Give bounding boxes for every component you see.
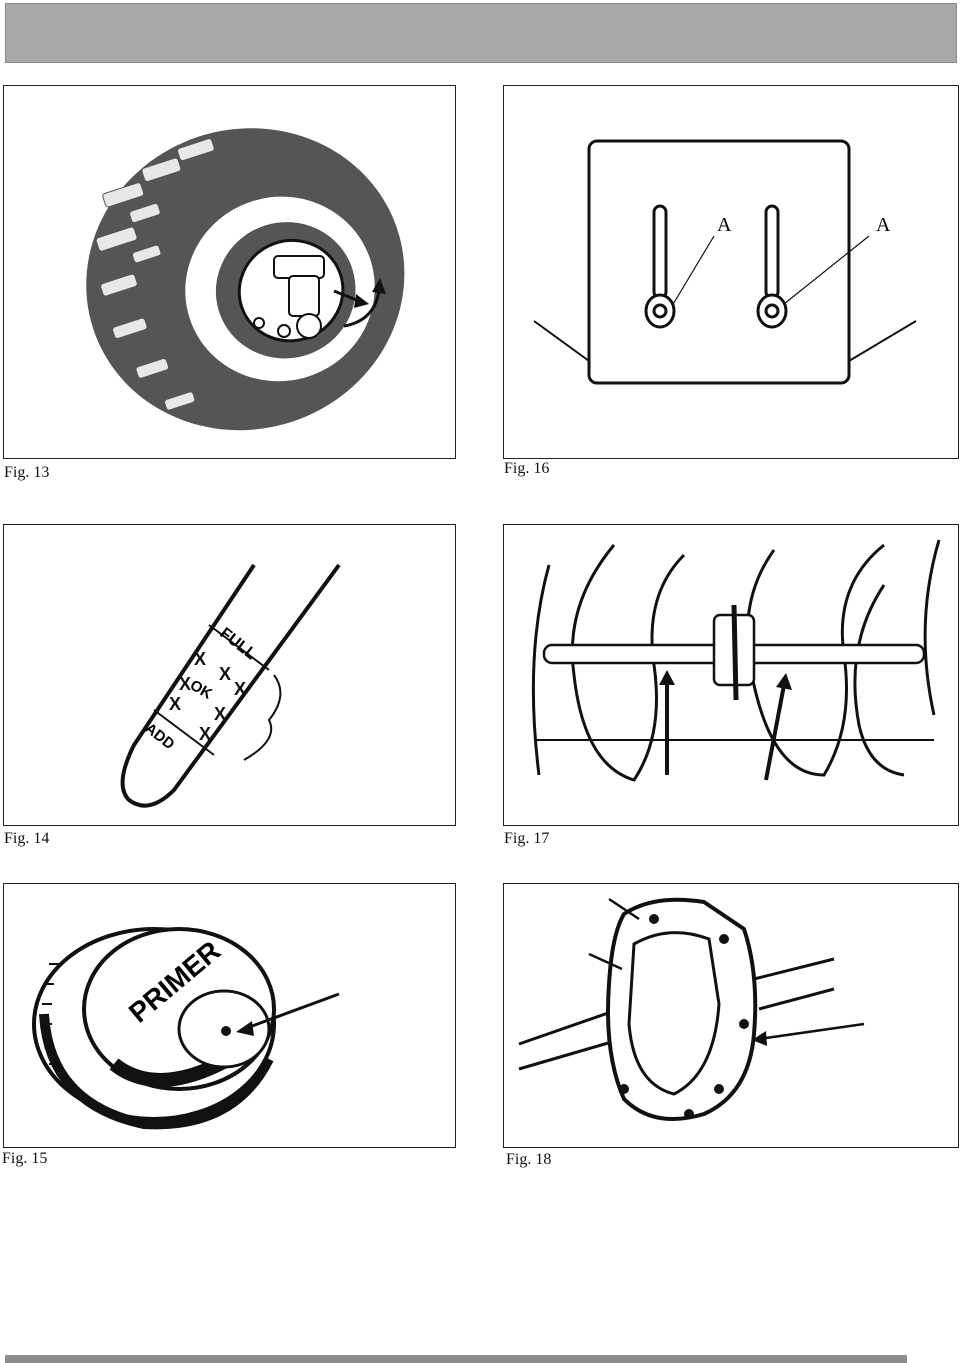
svg-text:X: X xyxy=(219,664,231,684)
caption-fig-18: Fig. 18 xyxy=(506,1151,552,1168)
mark-full xyxy=(208,624,270,671)
label-a-left: A xyxy=(717,214,732,236)
panel-support-right xyxy=(848,320,917,362)
hub-assembly xyxy=(253,255,325,339)
leader-middle xyxy=(588,952,623,971)
figure-15-primer: PRIMER xyxy=(3,883,456,1148)
arrowhead xyxy=(354,294,369,308)
shaft-right-top xyxy=(753,957,835,981)
leader-line-left xyxy=(671,235,715,307)
caption-fig-14: Fig. 14 xyxy=(4,830,50,847)
figure-18-gearbox xyxy=(503,883,959,1148)
svg-text:X: X xyxy=(194,649,206,669)
rotate-arrowhead xyxy=(372,278,386,294)
caption-fig-16: Fig. 16 xyxy=(504,460,550,477)
tire-treads xyxy=(95,138,215,411)
control-panel xyxy=(587,139,851,385)
levers-illustration: A A xyxy=(533,139,917,385)
arrowhead-left xyxy=(659,670,675,685)
lever-left xyxy=(644,204,676,329)
arrow-shear-bolt-right xyxy=(764,684,786,781)
shaft-right-bottom xyxy=(758,987,835,1011)
svg-text:X: X xyxy=(199,724,211,744)
tube-outline xyxy=(243,674,282,761)
gearbox-inner-plate xyxy=(627,931,721,1096)
arrow-primer xyxy=(243,992,340,1031)
figure-13-wheel xyxy=(3,85,456,459)
leader-upper xyxy=(608,897,640,921)
page-footer-bar xyxy=(5,1355,907,1363)
dipstick-blade xyxy=(120,563,341,808)
arrow-grease-fitting xyxy=(758,1022,865,1041)
lever-right xyxy=(756,204,788,329)
svg-text:X: X xyxy=(179,674,191,694)
rotate-arrow xyxy=(343,290,381,328)
svg-text:X: X xyxy=(169,694,181,714)
gearbox-illustration xyxy=(518,897,865,1121)
figure-16-levers: A A xyxy=(503,85,959,459)
svg-text:X: X xyxy=(214,704,226,724)
auger-illustration xyxy=(531,539,941,782)
gearbox-flange xyxy=(731,604,739,701)
label-a-right: A xyxy=(876,214,891,236)
caption-fig-17: Fig. 17 xyxy=(504,830,550,847)
panel-support-left xyxy=(533,320,590,362)
arrowhead-right xyxy=(776,673,792,690)
caption-fig-13: Fig. 13 xyxy=(4,464,50,481)
figure-17-auger xyxy=(503,524,959,826)
primer-hole xyxy=(221,1026,231,1036)
page-header-bar xyxy=(5,3,957,63)
grip-ridges xyxy=(42,963,59,1065)
leader-line-right xyxy=(783,235,870,305)
primer-base-shadow xyxy=(39,1013,274,1130)
mark-add xyxy=(153,709,215,756)
caption-fig-15: Fig. 15 xyxy=(2,1150,48,1167)
auger-blades xyxy=(531,539,941,782)
wheel-illustration xyxy=(86,128,405,431)
primer-illustration: PRIMER xyxy=(32,927,340,1130)
arrowhead-primer xyxy=(236,1021,254,1036)
cover-bolts xyxy=(619,914,749,1119)
arrowhead-grease xyxy=(752,1031,767,1046)
svg-text:X: X xyxy=(234,679,246,699)
pin-direction-arrow xyxy=(333,289,360,303)
